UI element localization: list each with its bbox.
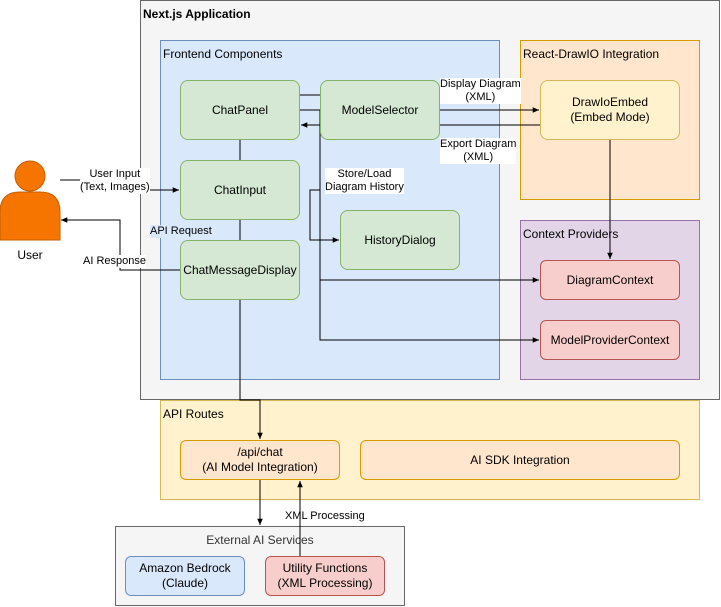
utility-functions-node[interactable]: Utility Functions (XML Processing) bbox=[265, 556, 385, 596]
drawio-title: React-DrawIO Integration bbox=[523, 47, 660, 61]
modelprovidercontext-node[interactable]: ModelProviderContext bbox=[540, 320, 680, 360]
external-title: External AI Services bbox=[206, 533, 314, 547]
api-routes-title: API Routes bbox=[163, 407, 224, 421]
edge-api-request bbox=[239, 300, 263, 439]
edge-chatpanel-modelprovider bbox=[319, 280, 539, 343]
edge-label-user-input: User Input (Text, Images) bbox=[80, 168, 150, 194]
edge-label-ai-response: AI Response bbox=[83, 255, 146, 268]
edge-label-display-diagram: Display Diagram (XML) bbox=[440, 78, 521, 104]
edge-label-xml-processing: XML Processing bbox=[285, 510, 365, 522]
chatpanel-node[interactable]: ChatPanel bbox=[180, 80, 300, 140]
edge-label-store-load: Store/Load Diagram History bbox=[325, 168, 404, 194]
modelselector-node[interactable]: ModelSelector bbox=[320, 80, 440, 140]
chatinput-node[interactable]: ChatInput bbox=[180, 160, 300, 220]
user-label: User bbox=[17, 248, 43, 262]
nextjs-title: Next.js Application bbox=[143, 7, 251, 21]
edge-store-load bbox=[300, 109, 339, 243]
bedrock-node[interactable]: Amazon Bedrock (Claude) bbox=[125, 556, 245, 596]
ai-sdk-node[interactable]: AI SDK Integration bbox=[360, 440, 680, 480]
edge-ai-response bbox=[61, 217, 180, 271]
frontend-title: Frontend Components bbox=[163, 47, 283, 61]
api-chat-node[interactable]: /api/chat (AI Model Integration) bbox=[180, 440, 340, 480]
context-title: Context Providers bbox=[523, 227, 619, 241]
historydialog-node[interactable]: HistoryDialog bbox=[340, 210, 460, 270]
edge-label-api-request: API Request bbox=[150, 225, 212, 238]
drawioembed-node[interactable]: DrawIoEmbed (Embed Mode) bbox=[540, 80, 680, 140]
diagramcontext-node[interactable]: DiagramContext bbox=[540, 260, 680, 300]
edge-label-export-diagram: Export Diagram (XML) bbox=[440, 138, 517, 164]
chatmessagedisplay-node[interactable]: ChatMessageDisplay bbox=[180, 240, 300, 300]
